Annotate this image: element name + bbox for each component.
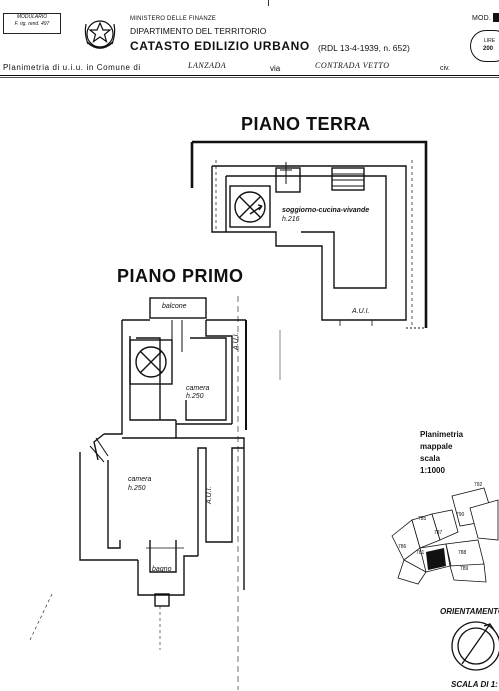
ministry-label: MINISTERO DELLE FINANZE — [130, 16, 216, 22]
aui-label-primo-1: A.U.I. — [233, 332, 240, 350]
parcel-787: 787 — [434, 530, 443, 536]
piano-terra-title: PIANO TERRA — [241, 114, 371, 134]
mappa-title-3: scala — [420, 454, 441, 463]
catasto-label: CATASTO EDILIZIO URBANO — [130, 39, 310, 53]
header-divider-2 — [0, 77, 499, 78]
republic-emblem-icon — [84, 20, 116, 49]
balcone-label: balcone — [162, 303, 187, 310]
parcel-785: 785 — [418, 516, 427, 522]
bagno-label: bagno — [152, 566, 172, 573]
parcel-789: 789 — [460, 566, 469, 572]
orientamento-label: ORIENTAMENTO — [440, 607, 499, 616]
via-value: CONTRADA VETTO — [315, 61, 390, 70]
top-tick — [268, 0, 269, 6]
modulario-label: MODULARIO — [16, 14, 48, 20]
parcel-786: 786 — [398, 544, 407, 550]
parcel-790: 790 — [456, 512, 465, 518]
comune-value: LANZADA — [188, 61, 227, 70]
camera1-height: h.250 — [186, 393, 204, 400]
mod-label: MOD. — [472, 15, 492, 22]
header-divider — [0, 75, 499, 76]
aui-label-terra: A.U.I. — [352, 308, 370, 315]
department-label: DIPARTIMENTO DEL TERRITORIO — [130, 26, 267, 36]
via-label: via — [270, 64, 281, 73]
address-prefix: Planimetria di u.i.u. in Comune di — [3, 63, 141, 72]
scala-bottom-label: SCALA DI 1: — [451, 680, 498, 689]
camera2-height: h.250 — [128, 485, 146, 492]
modulario-form-ref: F. rig. rend. 497 — [14, 21, 50, 27]
lire-label: LIRE — [484, 38, 496, 44]
lire-value: 200 — [483, 46, 494, 52]
modulario-box: MODULARIO F. rig. rend. 497 — [3, 13, 61, 34]
piano-primo-title: PIANO PRIMO — [117, 266, 244, 286]
terra-room-height: h.216 — [282, 216, 300, 223]
mappa-scale: 1:1000 — [420, 466, 445, 475]
parcel-792: 792 — [474, 482, 483, 488]
camera1-label: camera — [186, 385, 210, 392]
parcel-788: 788 — [458, 550, 467, 556]
civ-label: civ. — [440, 65, 450, 72]
aui-label-primo-2: A.U.I. — [206, 486, 213, 504]
terra-room-label: soggiorno-cucina-vivande — [282, 207, 370, 214]
stamp-circle — [470, 30, 499, 62]
mappa-title-2: mappale — [420, 442, 453, 451]
mod-number-mark — [493, 13, 499, 22]
camera2-label: camera — [128, 476, 152, 483]
rdl-label: (RDL 13-4-1939, n. 652) — [318, 43, 410, 53]
parcel-781: 781 — [416, 550, 425, 556]
mappa-title-1: Planimetria — [420, 430, 464, 439]
